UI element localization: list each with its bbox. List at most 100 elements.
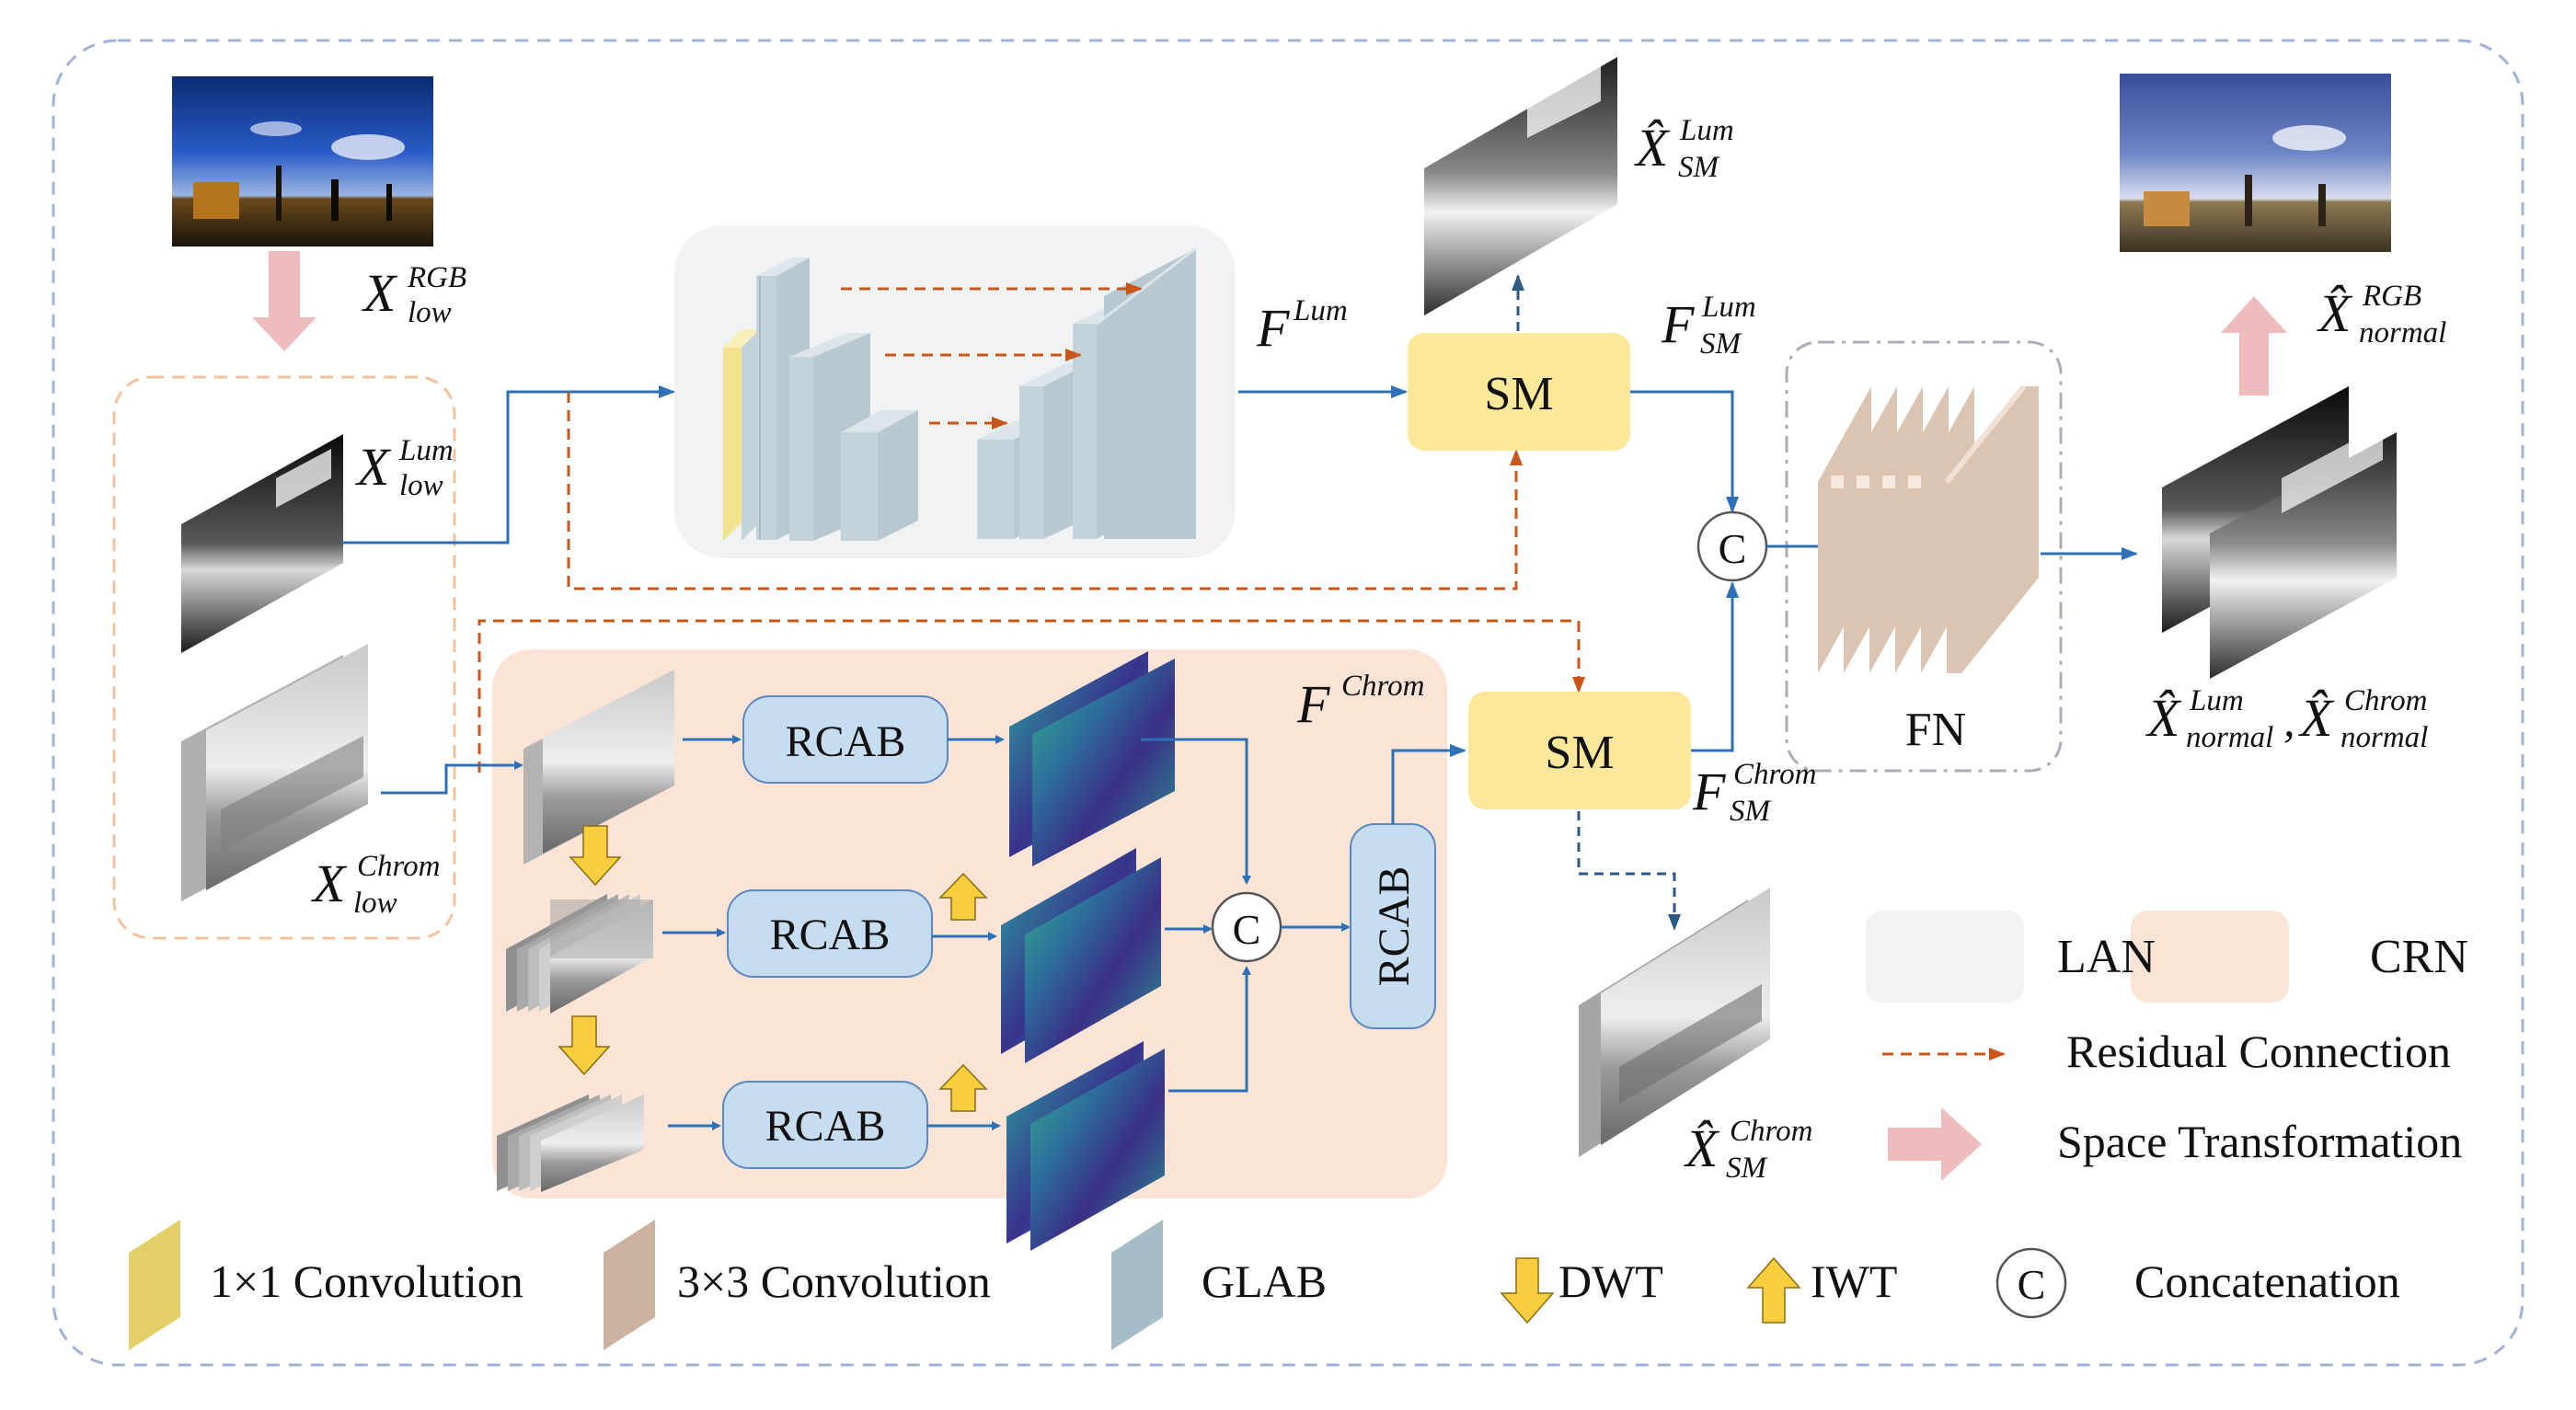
legend-glab-swatch bbox=[1111, 1220, 1163, 1350]
input-rgb-image bbox=[172, 76, 433, 246]
legend-conv3-swatch bbox=[604, 1220, 655, 1350]
legend-conv1-swatch bbox=[129, 1220, 180, 1350]
fn-group-box bbox=[1785, 340, 2063, 773]
legend-conv3-text: 3×3 Convolution bbox=[677, 1255, 991, 1307]
crn-level2-image bbox=[497, 1095, 644, 1192]
residual-lum-to-sm bbox=[567, 392, 1523, 590]
label-f-sm-chrom: F Chrom SM bbox=[1692, 758, 1816, 828]
svg-text:X̂: X̂ bbox=[1684, 1118, 1720, 1178]
outer-border bbox=[52, 39, 2524, 1367]
rcab-label-vertical: RCAB bbox=[1370, 866, 1419, 987]
svg-text:F: F bbox=[1692, 762, 1726, 821]
svg-text:Lum: Lum bbox=[1293, 294, 1348, 327]
legend-concatenation-text: Concatenation bbox=[2134, 1255, 2400, 1307]
space-transform-arrow-down bbox=[252, 251, 316, 351]
label-x-low-lum: X Lum low bbox=[355, 434, 454, 502]
input-group-box bbox=[112, 375, 456, 940]
label-x-low-chrom: X Chrom low bbox=[311, 850, 440, 920]
svg-text:normal: normal bbox=[2340, 721, 2428, 754]
output-lum-chrom-images bbox=[2162, 386, 2397, 679]
label-xhat-normal-rgb: X̂ RGB normal bbox=[2317, 280, 2446, 350]
feat0-to-concat bbox=[1141, 738, 1251, 885]
svg-text:Chrom: Chrom bbox=[1341, 670, 1424, 703]
iwt-arrow-2 bbox=[938, 1063, 988, 1112]
rcab-label-2: RCAB bbox=[765, 1102, 886, 1151]
svg-text:normal: normal bbox=[2186, 721, 2273, 754]
legend-conv1-text: 1×1 Convolution bbox=[210, 1255, 523, 1307]
sm-block-lum bbox=[1408, 333, 1630, 451]
sm-lum-to-concat-arrow bbox=[1630, 390, 1739, 513]
legend-iwt-arrow bbox=[1746, 1256, 1801, 1324]
legend-dwt-text: DWT bbox=[1558, 1255, 1663, 1307]
svg-text:X̂: X̂ bbox=[2145, 688, 2182, 748]
svg-text:Chrom: Chrom bbox=[1730, 1115, 1812, 1148]
svg-text:Lum: Lum bbox=[2189, 684, 2244, 717]
legend-space-transform-arrow bbox=[1888, 1107, 1982, 1181]
legend-lan-text: LAN bbox=[2057, 931, 2156, 983]
svg-text:SM: SM bbox=[1730, 795, 1772, 828]
label-xhat-normal-lum-chrom: X̂ Lum normal , X̂ Chrom normal bbox=[2145, 684, 2428, 754]
svg-text:RGB: RGB bbox=[2362, 280, 2421, 313]
svg-text:X̂: X̂ bbox=[2298, 688, 2335, 748]
svg-text:low: low bbox=[353, 887, 397, 920]
svg-text:SM: SM bbox=[1700, 327, 1742, 361]
svg-text:Chrom: Chrom bbox=[357, 850, 440, 883]
legend-crn-text: CRN bbox=[2370, 931, 2468, 983]
svg-text:X: X bbox=[311, 854, 348, 913]
lum-to-lan-arrow bbox=[342, 385, 675, 545]
svg-text:X̂: X̂ bbox=[2317, 283, 2353, 343]
label-f-lum: F Lum bbox=[1256, 294, 1348, 358]
rcab-label-1: RCAB bbox=[770, 911, 891, 959]
rcab-label-0: RCAB bbox=[786, 717, 906, 766]
legend-space-transformation-text: Space Transformation bbox=[2057, 1116, 2462, 1167]
input-lum-image bbox=[181, 434, 343, 653]
feat2-to-concat bbox=[1168, 966, 1251, 1093]
svg-text:X̂: X̂ bbox=[1634, 118, 1671, 178]
sm-chrom-image bbox=[1579, 888, 1770, 1157]
rcab-level1 bbox=[727, 889, 933, 978]
svg-text:Chrom: Chrom bbox=[2344, 684, 2427, 717]
sm-block-chrom bbox=[1468, 692, 1691, 809]
svg-text:Lum: Lum bbox=[398, 434, 454, 467]
crn-region bbox=[492, 649, 1447, 1198]
rcab-vertical-to-sm bbox=[1391, 744, 1466, 824]
svg-text:SM: SM bbox=[1678, 151, 1720, 184]
svg-text:,: , bbox=[2283, 694, 2295, 746]
dwt-arrow-2 bbox=[558, 1015, 611, 1076]
label-x-low-rgb: X RGB low bbox=[362, 261, 466, 329]
sm-chrom-output-arrow bbox=[1577, 811, 1681, 931]
label-xhat-sm-chrom: X̂ Chrom SM bbox=[1684, 1115, 1812, 1185]
lan-unet bbox=[723, 246, 1197, 541]
crn-level0-image bbox=[523, 670, 674, 865]
feature-map-level2 bbox=[1006, 1041, 1165, 1251]
svg-text:RGB: RGB bbox=[407, 261, 466, 294]
concat-label-crn: C bbox=[1233, 906, 1261, 953]
input-chrom-image bbox=[181, 644, 368, 901]
output-rgb-image bbox=[2120, 74, 2391, 252]
feature-map-level0 bbox=[1009, 651, 1175, 866]
iwt-arrow-1 bbox=[938, 872, 988, 921]
label-f-sm-lum: F Lum SM bbox=[1661, 291, 1756, 361]
fn-label: FN bbox=[1905, 704, 1966, 756]
legend-dwt-arrow bbox=[1500, 1257, 1555, 1324]
legend-iwt-text: IWT bbox=[1811, 1255, 1897, 1307]
svg-text:SM: SM bbox=[1726, 1152, 1768, 1185]
svg-text:F: F bbox=[1661, 294, 1695, 354]
svg-text:low: low bbox=[408, 296, 452, 329]
label-xhat-sm-lum: X̂ Lum SM bbox=[1634, 114, 1734, 184]
sm-label-lum: SM bbox=[1484, 368, 1553, 420]
sm-label-chrom: SM bbox=[1545, 727, 1614, 779]
legend-crn-swatch bbox=[2131, 911, 2289, 1003]
chrom-to-crn-arrow bbox=[381, 761, 523, 795]
label-f-chrom: F Chrom bbox=[1296, 670, 1424, 734]
legend-glab-text: GLAB bbox=[1202, 1255, 1327, 1307]
space-transform-arrow-up bbox=[2221, 296, 2287, 395]
sm-chrom-to-concat-arrow bbox=[1691, 581, 1739, 752]
svg-text:X: X bbox=[362, 263, 398, 323]
residual-chrom-to-sm bbox=[477, 619, 1585, 773]
svg-text:Lum: Lum bbox=[1679, 114, 1734, 147]
legend-lan-swatch bbox=[1866, 911, 2024, 1003]
dwt-arrow-1 bbox=[569, 825, 622, 887]
sm-lum-image bbox=[1424, 57, 1617, 315]
